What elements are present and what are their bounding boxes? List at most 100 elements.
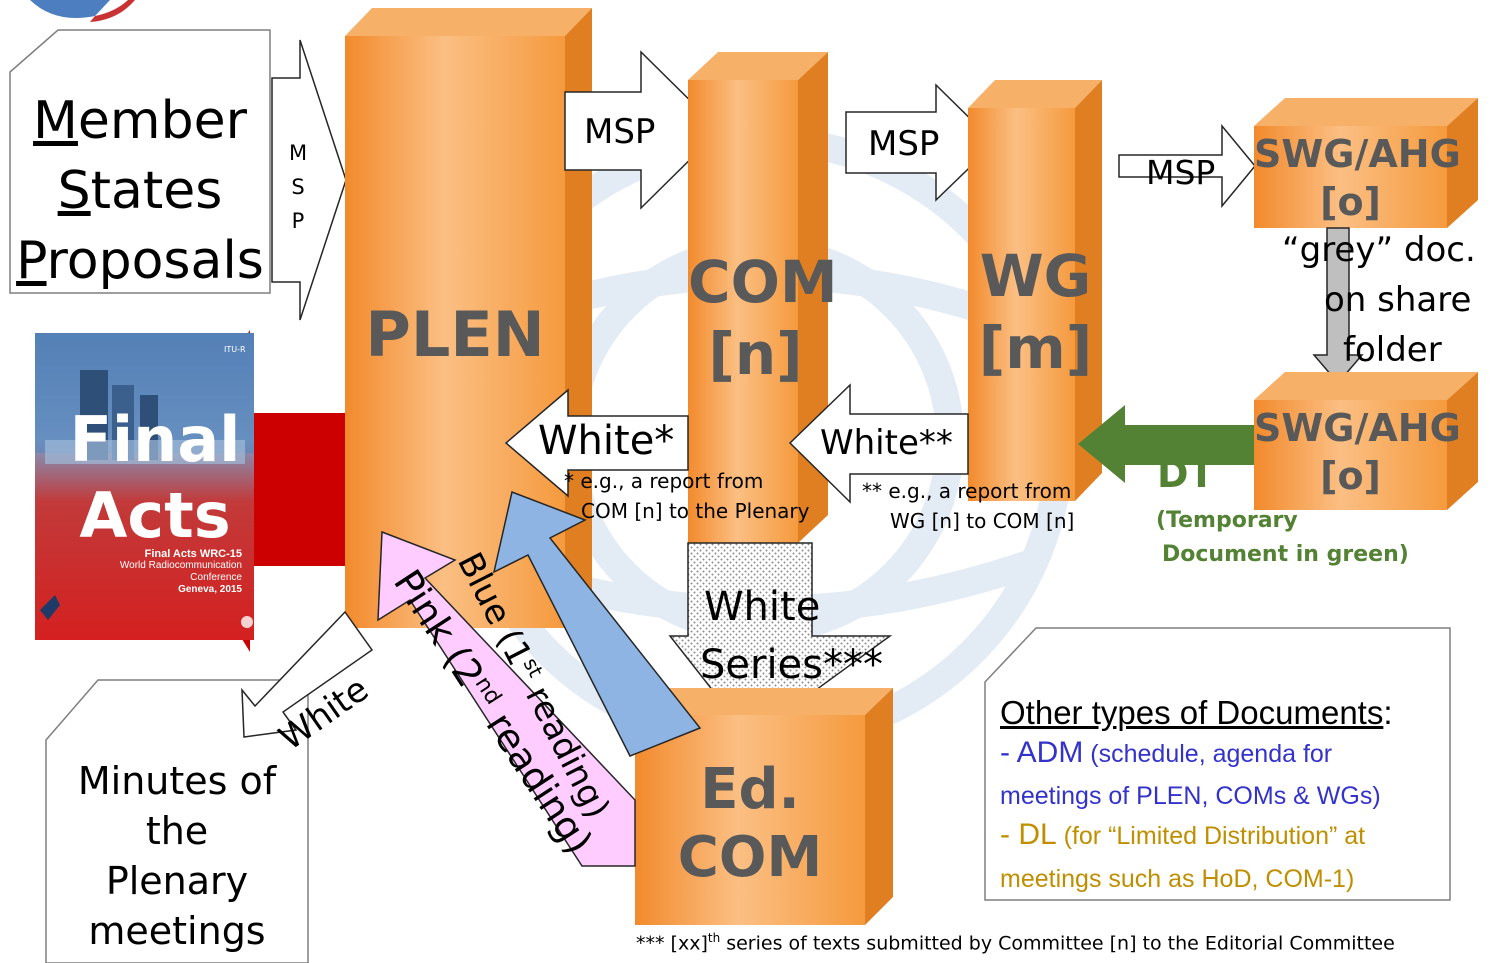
footnote-part: series of texts submitted by Committee [… [720,932,1395,955]
adm-code: ADM [1016,736,1084,769]
minutes-document-shape [45,679,309,963]
dt-label: DT [1157,452,1215,496]
ed-com-label: Ed. COM [635,756,865,892]
wg-index: [m] [978,314,1093,382]
proposals-initial: P [16,231,47,291]
member-rest: ember [77,91,247,151]
states-line: States [10,156,270,226]
dl-dash: - [1000,818,1019,851]
final-acts-line: Final [69,403,241,476]
minutes-label: Minutes of the Plenary meetings [46,756,308,956]
plen-label: PLEN [365,298,545,371]
cover-caption-line: World Radiocommunication [119,560,242,571]
swg-bottom-box-shape [1254,372,1478,510]
ed-com-line: COM [677,825,823,890]
wg-report-note-line: ** e.g., a report from [862,479,1072,503]
dl-line: - DL (for “Limited Distribution” at [1000,815,1448,860]
cover-caption: Final Acts WRC-15 World Radiocommunicati… [100,548,242,596]
dl-description: (for “Limited Distribution” at [1056,822,1366,850]
white-series-label-line: Series*** [700,642,884,688]
final-acts-label: Final Acts [45,402,265,554]
itu-logo-icon [30,0,135,22]
white-star-label: White* [538,418,675,464]
cover-caption-line: Conference [190,572,242,583]
msp-letter: P [291,209,305,233]
com-name: COM [688,248,838,316]
states-initial: S [57,161,91,221]
adm-line: - ADM (schedule, agenda for [1000,734,1448,777]
other-docs-title: Other types of Documents: [1000,692,1448,734]
com-label: COM [n] [688,246,838,390]
grey-doc-note-line: “grey” doc. [1282,230,1476,270]
final-acts-cover-image [35,333,254,640]
footnote-sup: th [707,931,721,945]
other-docs-panel: Other types of Documents: - ADM (schedul… [1000,692,1448,898]
member-states-document-shape [9,29,271,294]
dl-code: DL [1018,818,1057,851]
wg-label: WG [m] [968,240,1103,384]
pink-arrow-shape [377,530,636,867]
blue-arrow-shape [492,490,702,757]
white-arrow-shape-1 [504,388,689,498]
grey-down-arrow-shape [1312,227,1364,385]
com-index: [n] [708,320,803,388]
swg-bottom-label: SWG/AHG [o] [1254,404,1461,500]
other-docs-title-text: Other types of Documents [1000,694,1384,731]
other-docs-box-shape [984,627,1451,901]
swg-top-box-shape [1254,98,1478,228]
minutes-line: Plenary [105,859,249,903]
wg-report-note-line: WG [n] to COM [n] [890,509,1075,533]
adm-description: (schedule, agenda for [1083,740,1333,768]
wg-box-shape [968,80,1102,501]
swg-name: SWG/AHG [1254,406,1461,450]
minutes-line: Minutes of [77,759,277,803]
white-series-label-line: White [704,584,821,630]
dl-line-2: meetings such as HoD, COM-1) [1000,865,1355,893]
adm-line-2: meetings of PLEN, COMs & WGs) [1000,782,1381,810]
wg-name: WG [979,242,1092,310]
msp-label: MSP [584,112,656,152]
minutes-line: the [145,809,209,853]
member-line: Member [10,86,270,156]
temporary-document-note-line: (Temporary [1156,508,1298,533]
proposals-rest: roposals [46,231,264,291]
msp-letter: S [291,175,305,199]
cover-itu-label: ITU-R [224,345,246,354]
footnote-part: *** [xx] [636,932,708,955]
msp-arrow-shape-3 [1118,123,1256,209]
cover-caption-line: Final Acts WRC-15 [144,548,242,560]
adm-dash: - [1000,736,1017,769]
ed-com-box-shape [635,688,893,925]
msp-label: MSP [868,124,940,164]
msp-letter: M [288,141,308,165]
cover-caption-line: Geneva, 2015 [178,584,242,595]
temporary-document-note-line: Document in green) [1162,542,1409,567]
com-report-note-line: * e.g., a report from [564,469,764,493]
com-report-note-line: COM [n] to the Plenary [581,499,810,523]
msp-arrow-shape-0 [271,39,347,321]
proposals-line: Proposals [10,226,270,296]
swg-index: [o] [1320,454,1381,498]
grey-doc-note-line: folder [1343,330,1442,370]
footnote: *** [xx]th series of texts submitted by … [636,931,1395,954]
white-double-star-label: White** [820,423,953,463]
member-states-proposals-label: Member States Proposals [10,86,270,296]
other-docs-title-colon: : [1383,694,1393,731]
final-acts-line: Acts [79,479,231,552]
white-arrow-shape-2 [788,383,969,504]
swg-name: SWG/AHG [1254,132,1461,176]
msp-arrow-shape-2 [845,83,997,202]
dt-arrow-shape [1078,405,1254,483]
minutes-line: meetings [88,909,266,953]
msp-label: MSP [1146,153,1216,192]
white-diag-arrow-shape [241,610,374,738]
ed-com-line: Ed. [700,757,800,822]
grey-doc-note-line: on share [1324,280,1472,320]
msp-vertical-label: M S P [284,136,312,238]
msp-arrow-shape-1 [564,50,722,210]
states-rest: tates [90,161,223,221]
member-initial: M [33,91,78,151]
swg-top-label: SWG/AHG [o] [1254,130,1461,226]
